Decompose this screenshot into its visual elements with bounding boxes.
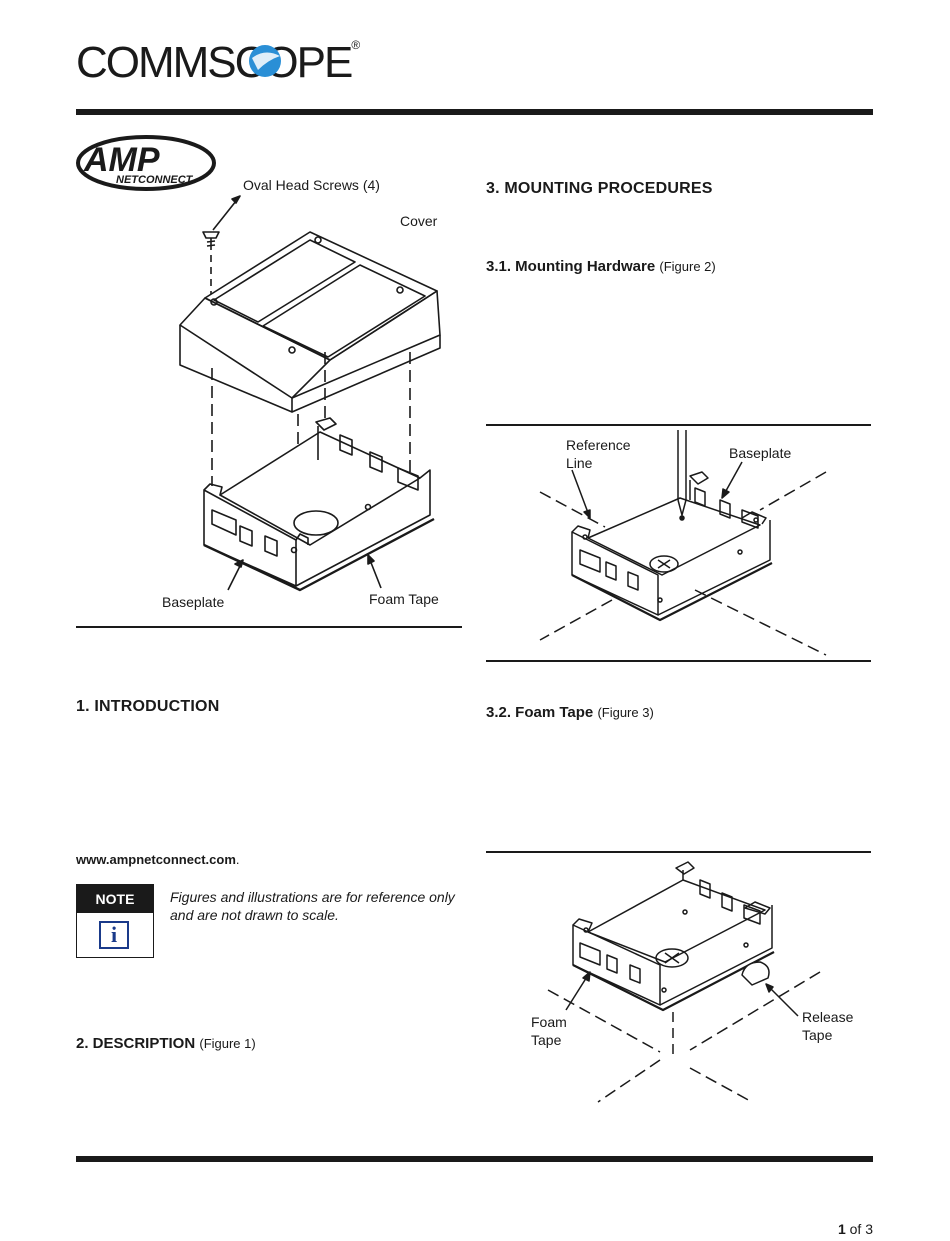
note-label: NOTE	[77, 885, 153, 913]
header-rule	[76, 109, 873, 115]
label-baseplate-fig2: Baseplate	[729, 445, 792, 461]
figure2-bottom-rule	[486, 660, 871, 662]
label-reference-line: Reference Line	[566, 436, 631, 472]
url-text[interactable]: www.ampnetconnect.com	[76, 852, 236, 867]
commscope-logo: COMMSCOPE®	[76, 38, 360, 87]
info-icon: i	[99, 921, 129, 949]
label-foam-tape-fig3: Foam Tape	[531, 1013, 567, 1049]
note-text: Figures and illustrations are for refere…	[170, 888, 460, 924]
label-reference-line-2: Line	[566, 455, 593, 471]
note-text-line1: Figures and illustrations are for refere…	[170, 889, 455, 905]
url-suffix: .	[235, 852, 240, 867]
section-3-2-title-text: 3.2. Foam Tape	[486, 704, 594, 721]
section-3-1-title: 3.1. Mounting Hardware (Figure 2)	[486, 258, 716, 275]
note-box: NOTE i	[76, 884, 154, 958]
section-2-title-text: 2. DESCRIPTION	[76, 1035, 196, 1052]
section-3-title: 3. MOUNTING PROCEDURES	[486, 180, 713, 197]
section-2-title: 2. DESCRIPTION (Figure 1)	[76, 1035, 256, 1052]
label-foam-tape-fig3-1: Foam	[531, 1014, 567, 1030]
amp-logo-top: AMP	[83, 141, 160, 179]
section-1-title: 1. INTRODUCTION	[76, 698, 220, 715]
label-release-tape-1: Release	[802, 1009, 854, 1025]
section-2-ref: (Figure 1)	[199, 1036, 256, 1051]
label-release-tape-2: Tape	[802, 1027, 833, 1043]
section-3-2-ref: (Figure 3)	[597, 705, 654, 720]
figure1-bottom-rule	[76, 626, 462, 628]
page-current: 1	[837, 1221, 846, 1237]
figure3-top-rule	[486, 851, 871, 853]
label-release-tape: Release Tape	[802, 1008, 853, 1044]
label-cover: Cover	[400, 213, 438, 229]
section-3-2-title: 3.2. Foam Tape (Figure 3)	[486, 704, 654, 721]
figure2-top-rule	[486, 424, 871, 426]
label-oval-head-screws: Oval Head Screws (4)	[243, 177, 380, 193]
ampnetconnect-link[interactable]: www.ampnetconnect.com.	[76, 852, 240, 867]
label-foam-tape-fig1: Foam Tape	[369, 591, 439, 607]
amp-logo-bottom: NETCONNECT	[116, 174, 194, 186]
page-of: of 3	[849, 1221, 873, 1237]
amp-netconnect-logo: AMP NETCONNECT	[76, 135, 216, 191]
label-foam-tape-fig3-2: Tape	[531, 1032, 562, 1048]
section-3-1-title-text: 3.1. Mounting Hardware	[486, 258, 656, 275]
logo-registered-mark: ®	[351, 38, 361, 52]
page-number: 1 of 3	[838, 1221, 873, 1237]
label-baseplate-fig1: Baseplate	[162, 594, 225, 610]
logo-text: COMMSCOPE	[76, 38, 353, 87]
section-3-1-ref: (Figure 2)	[659, 259, 716, 274]
label-reference-line-1: Reference	[566, 437, 631, 453]
note-text-line2: and are not drawn to scale.	[170, 907, 339, 923]
footer-rule	[76, 1156, 873, 1162]
